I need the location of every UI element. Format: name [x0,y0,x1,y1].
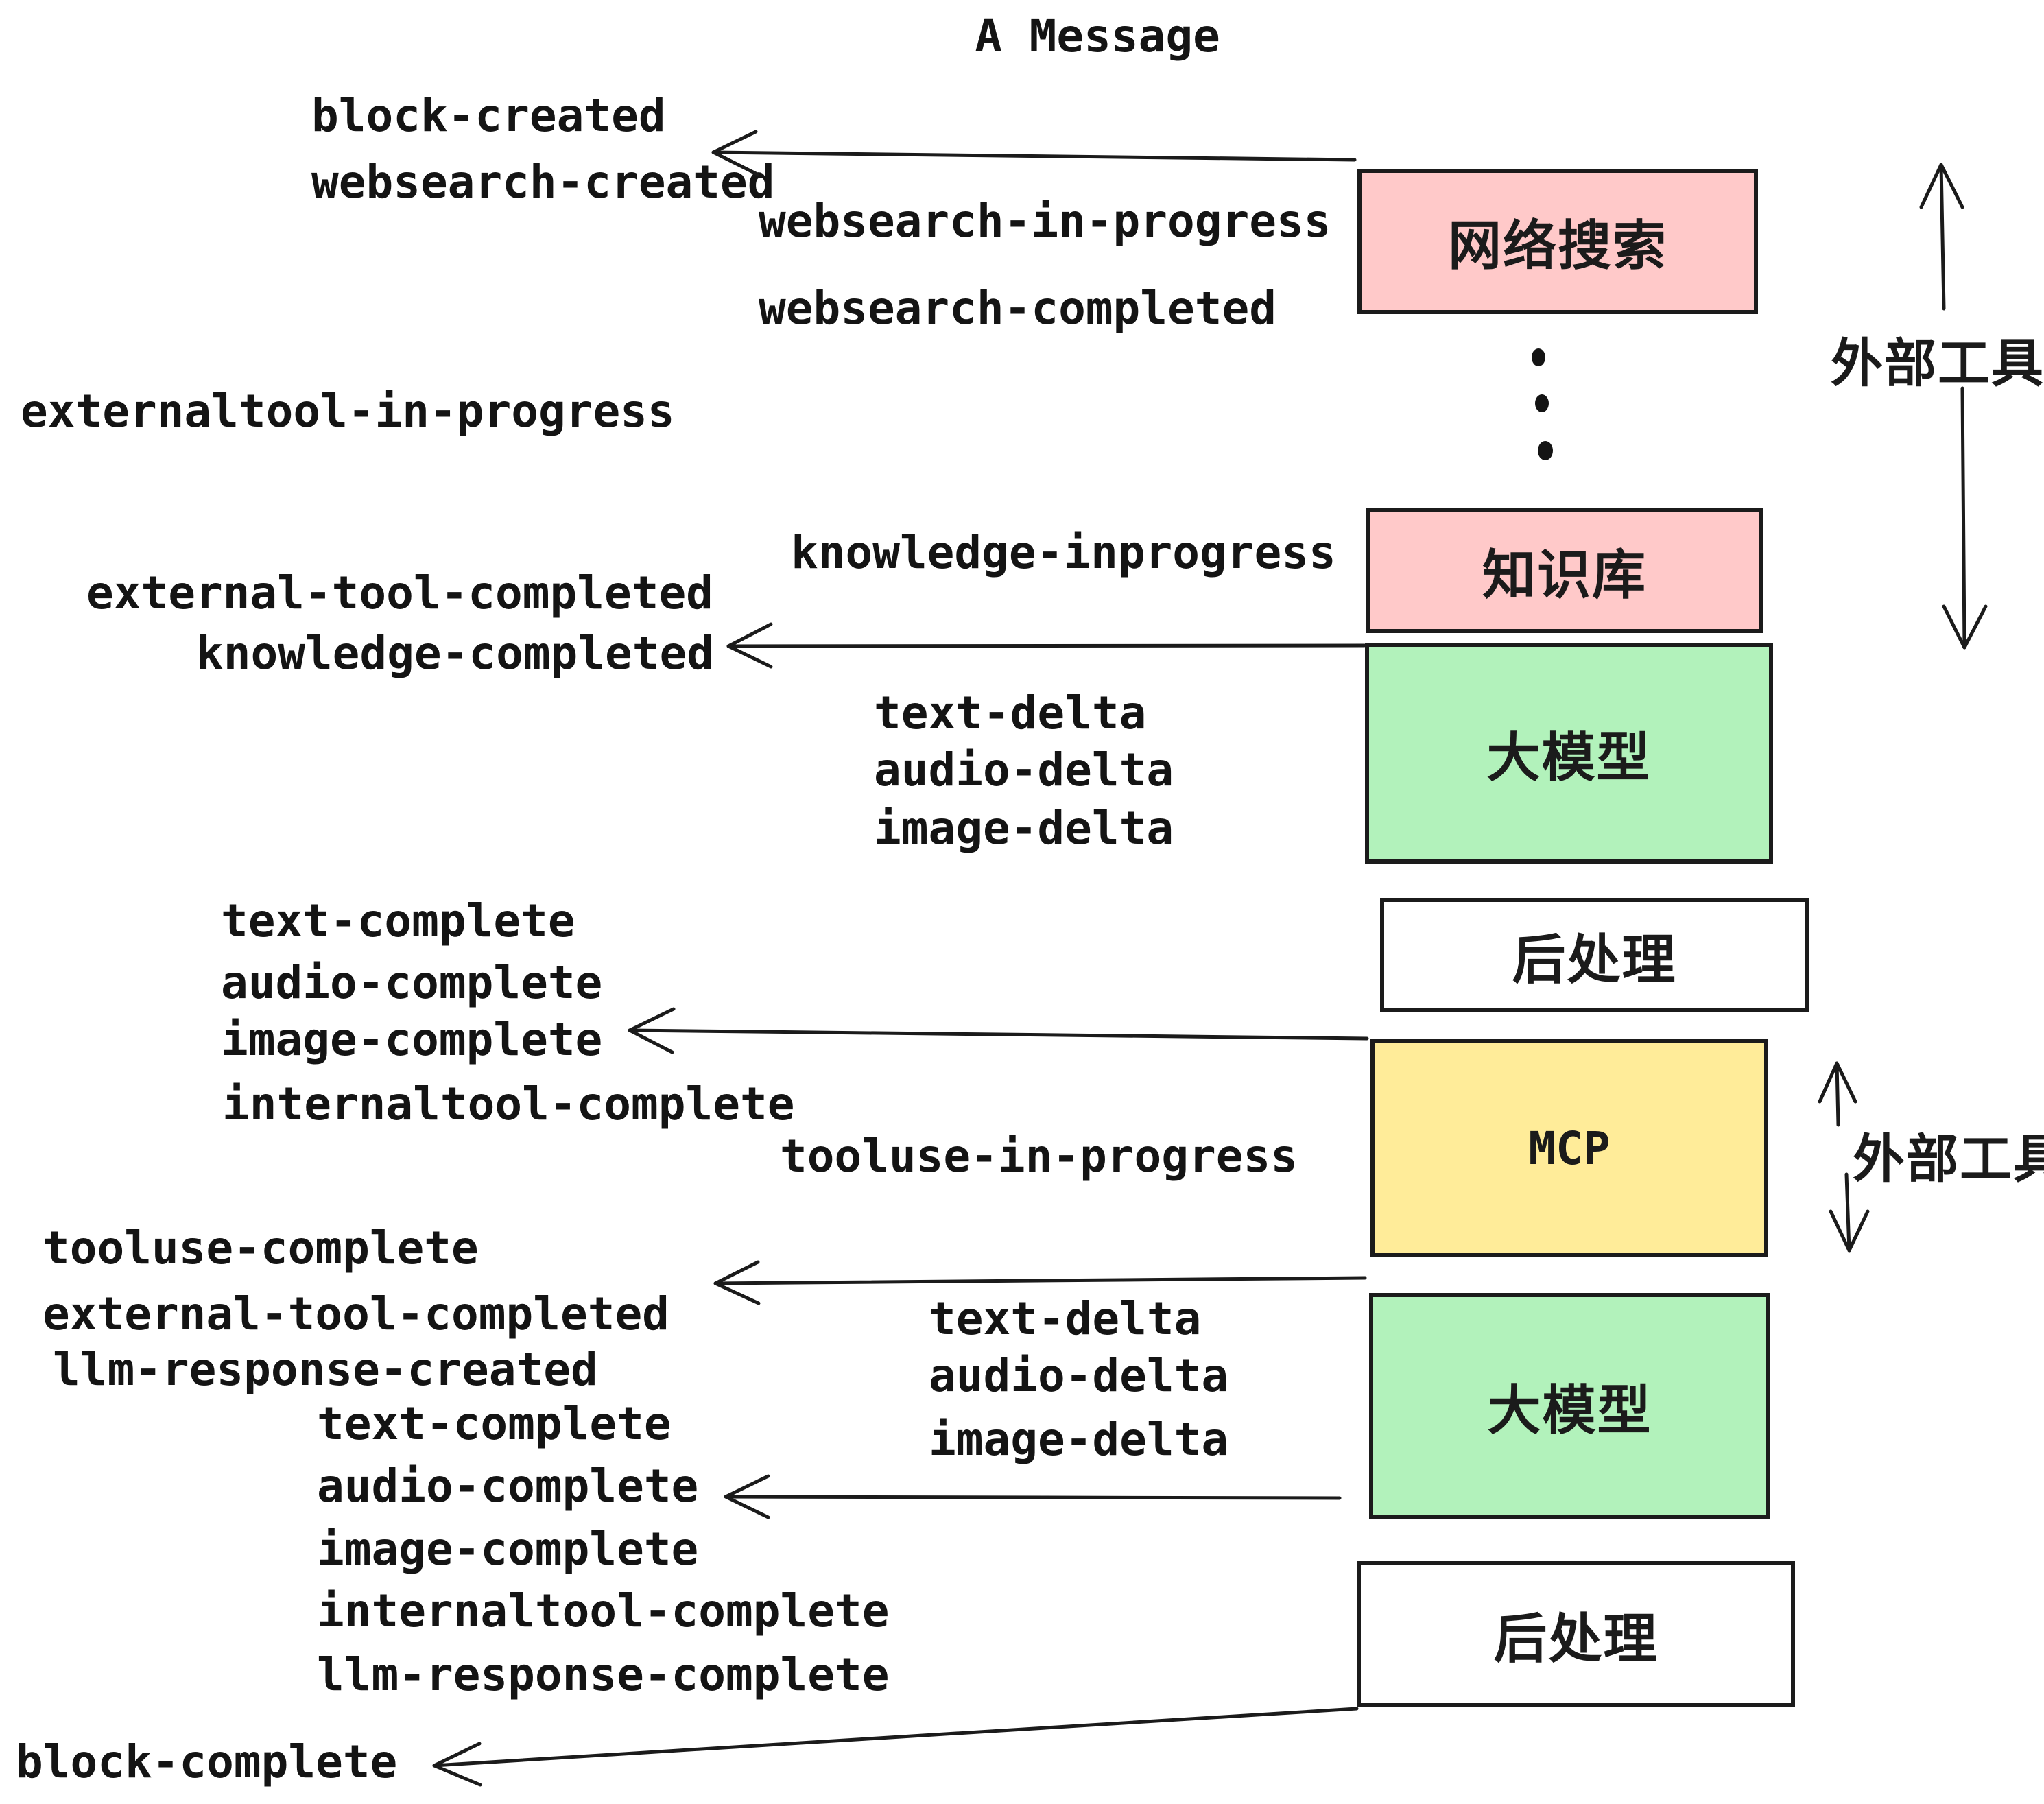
box-postprocess-2-label: 后处理 [1493,1608,1659,1669]
event-label-audio-complete-2: audio-complete [317,1460,699,1512]
vertical-ellipsis-dots [1532,348,1553,460]
box-llm-2-label: 大模型 [1487,1380,1652,1440]
event-label-websearch-in-progress: websearch-in-progress [759,195,1331,248]
external-tools-arrow-down-1 [1942,386,1988,650]
event-label-llm-response-created: llm-response-created [53,1343,598,1396]
event-label-external-tool-completed-2: external-tool-completed [43,1287,669,1340]
event-label-audio-complete-1: audio-complete [221,956,603,1009]
external-tools-arrow-up-2 [1818,1061,1857,1127]
box-llm-1: 大模型 [1365,643,1773,864]
event-label-image-complete-2: image-complete [317,1523,699,1576]
event-label-image-delta-2: image-delta [929,1413,1229,1466]
box-knowledge: 知识库 [1366,508,1763,633]
event-label-external-tool-completed: external-tool-completed [86,567,713,619]
arrow-websearch-to-created [711,130,1357,176]
event-label-audio-delta-1: audio-delta [874,744,1174,796]
box-mcp-label: MCP [1528,1121,1611,1175]
event-label-websearch-completed: websearch-completed [759,282,1276,335]
event-label-knowledge-completed: knowledge-completed [196,627,714,680]
event-label-text-delta-1: text-delta [874,687,1147,739]
event-label-image-delta-1: image-delta [874,802,1174,855]
event-label-block-created: block-created [311,89,666,142]
event-label-audio-delta-2: audio-delta [929,1349,1229,1402]
event-label-block-complete: block-complete [16,1735,398,1788]
box-postprocess-1: 后处理 [1380,898,1809,1012]
event-label-externaltool-in-progress: externaltool-in-progress [21,385,675,438]
box-knowledge-label: 知识库 [1482,544,1647,605]
event-label-image-complete-1: image-complete [221,1013,603,1066]
box-mcp: MCP [1370,1039,1768,1257]
event-label-text-delta-2: text-delta [929,1292,1202,1345]
arrow-mcp-to-image-complete [628,1007,1369,1054]
event-label-websearch-created: websearch-created [311,156,775,209]
event-label-text-complete-1: text-complete [221,894,575,947]
box-llm-1-label: 大模型 [1486,727,1652,787]
box-websearch: 网络搜索 [1357,169,1758,314]
event-label-internaltool-complete-2: internaltool-complete [317,1585,890,1637]
event-label-llm-response-complete: llm-response-complete [317,1648,890,1701]
external-tools-arrow-up-1 [1919,163,1964,311]
diagram-title: A Message [975,10,1220,62]
event-label-text-complete-2: text-complete [317,1397,672,1450]
event-label-internaltool-complete-1: internaltool-complete [222,1078,795,1130]
box-websearch-label: 网络搜索 [1447,215,1667,276]
arrow-postprocess2-to-block-complete [432,1707,1359,1787]
side-label-external-tools-1: 外部工具 [1831,335,2044,393]
event-label-knowledge-inprogress: knowledge-inprogress [791,526,1336,579]
box-llm-2: 大模型 [1369,1293,1770,1519]
box-postprocess-1-label: 后处理 [1512,929,1677,990]
side-label-external-tools-2: 外部工具 [1853,1130,2044,1189]
event-label-tooluse-complete: tooluse-complete [43,1222,479,1274]
event-label-tooluse-in-progress: tooluse-in-progress [780,1130,1298,1183]
arrow-llm2-to-audio-complete [724,1474,1342,1519]
box-postprocess-2: 后处理 [1357,1561,1795,1707]
arrow-knowledge-to-completed [726,622,1366,669]
